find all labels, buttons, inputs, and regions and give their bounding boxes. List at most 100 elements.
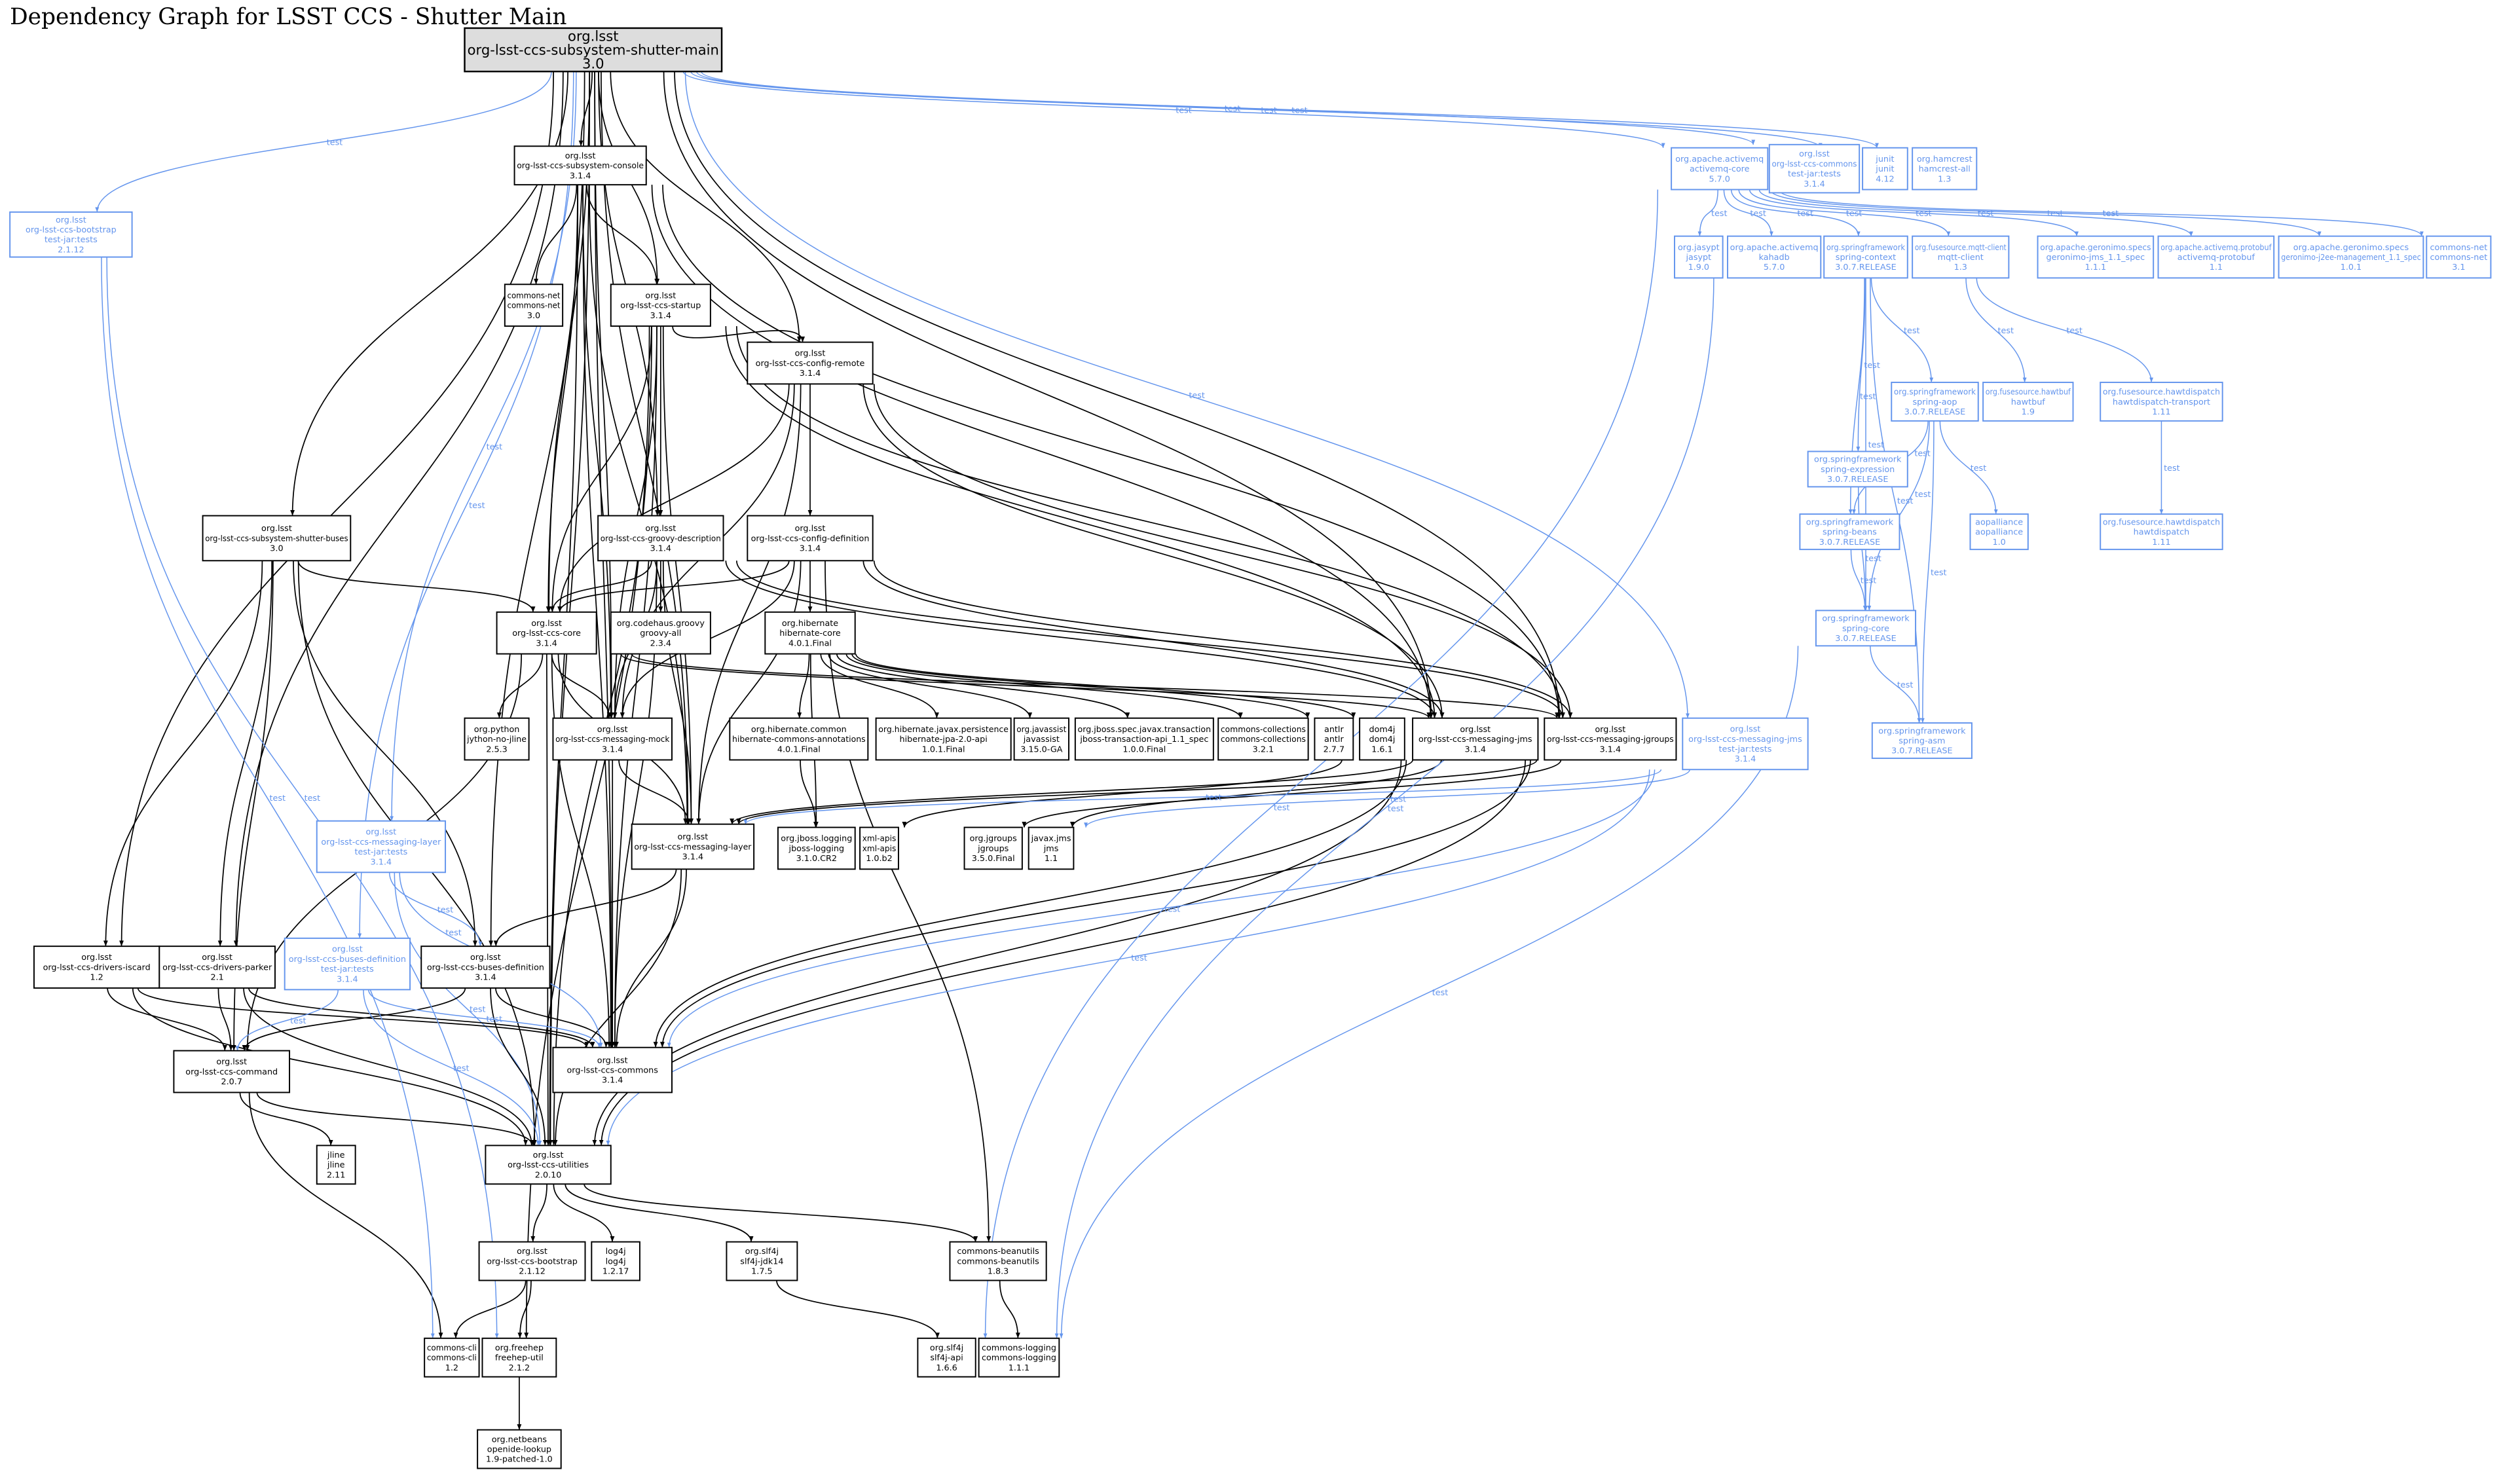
node-group-id: org.apache.activemq [1730,243,1819,253]
node-box [1682,717,1809,771]
node-version: 1.0.1 [2341,263,2362,272]
node-commonstests[interactable]: org.lsstorg-lsst-ccs-commonstest-jar:tes… [1768,143,1861,194]
edge-label-test: test [1846,209,1862,219]
node-geronimojms[interactable]: org.apache.geronimo.specsgeronimo-jms_1.… [2037,235,2155,279]
edge-label-test: test [1206,793,1222,803]
node-artifact-id: org-lsst-ccs-messaging-jgroups [1547,735,1674,744]
node-artifact-id: groovy-all [640,629,681,638]
node-collections[interactable]: commons-collectionscommons-collections3.… [1217,717,1309,761]
node-artifact-id: hamcrest-all [1919,164,1971,174]
node-configdef[interactable]: org.lsstorg-lsst-ccs-config-definition3.… [747,515,874,562]
node-artifact-id: org-lsst-ccs-startup [620,301,701,311]
node-box [2157,235,2275,279]
edge-label-test: test [1432,988,1449,998]
node-netbeans[interactable]: org.netbeansopenide-lookup1.9-patched-1.… [477,1429,562,1469]
dependency-edge-layer-utilities [553,869,682,1146]
node-layer[interactable]: org.lsstorg-lsst-ccs-messaging-layer3.1.… [631,823,755,870]
test-dependency-edge-bootstraptests-freehep [106,257,499,1338]
node-hawttransport[interactable]: org.fusesource.hawtdispatchhawtdispatch-… [2100,381,2223,422]
node-jgroupsmsg[interactable]: org.lsstorg-lsst-ccs-messaging-jgroups3.… [1544,717,1677,761]
edge-label-test: test [305,794,321,803]
node-protobuf[interactable]: org.apache.activemq.protobufactivemq-pro… [2157,235,2275,279]
node-group-id: org.lsst [533,1150,564,1160]
node-box [1871,722,1973,760]
test-dependency-edge-root-layertests [390,71,577,821]
node-groovydesc[interactable]: org.lsstorg-lsst-ccs-groovy-description3… [597,515,724,562]
node-version: 3.1.4 [650,544,671,554]
dependency-edge-command-cli [248,1092,443,1338]
node-hibjpa[interactable]: org.hibernate.javax.persistencehibernate… [875,717,1012,761]
graph-title: Dependency Graph for LSST CCS - Shutter … [10,4,566,30]
node-artifact-id: jython-no-jline [466,735,527,744]
node-busdeftests[interactable]: org.lsstorg-lsst-ccs-buses-definitiontes… [284,937,411,991]
edge-label-test: test [1914,449,1930,458]
node-hibann[interactable]: org.hibernate.commonhibernate-commons-an… [729,717,869,761]
node-shutterbuses[interactable]: org.lsstorg-lsst-ccs-subsystem-shutter-b… [202,515,352,562]
node-layertests[interactable]: org.lsstorg-lsst-ccs-messaging-layertest… [316,820,447,873]
node-bootstraptests[interactable]: org.lsstorg-lsst-ccs-bootstraptest-jar:t… [9,211,133,258]
node-group-id: org.lsst [565,151,596,161]
node-j2ee[interactable]: org.apache.geronimo.specsgeronimo-j2ee-m… [2278,235,2424,279]
node-springbeans[interactable]: org.springframeworkspring-beans3.0.7.REL… [1799,513,1900,551]
node-springasm[interactable]: org.springframeworkspring-asm3.0.7.RELEA… [1871,722,1973,760]
node-springexpr[interactable]: org.springframeworkspring-expression3.0.… [1807,450,1908,488]
node-root[interactable]: org.lsstorg-lsst-ccs-subsystem-shutter-m… [464,27,723,73]
node-group-id: org.lsst [216,1057,247,1067]
node-jbosstx[interactable]: org.jboss.spec.javax.transactionjboss-tr… [1074,717,1214,761]
dependency-edge-hibann-jbosslog [800,760,818,828]
node-springaop[interactable]: org.springframeworkspring-aop3.0.7.RELEA… [1891,381,1979,422]
test-dependency-edge-activemq-jasypt [1697,189,1718,236]
edge-label-test: test [1750,209,1766,219]
node-busdef[interactable]: org.lsstorg-lsst-ccs-buses-definition3.1… [420,946,551,989]
test-dependency-edge-bootstraptests-cli [101,257,435,1338]
node-box [875,717,1012,761]
node-console[interactable]: org.lsstorg-lsst-ccs-subsystem-console3.… [513,145,647,186]
node-springctx[interactable]: org.springframeworkspring-context3.0.7.R… [1823,235,1908,279]
node-version: 2.1.12 [519,1267,546,1277]
node-artifact-id: spring-expression [1821,465,1895,475]
node-jmstests[interactable]: org.lsstorg-lsst-ccs-messaging-jmstest-j… [1682,717,1809,771]
node-group-id: org.lsst [366,828,397,837]
node-hawtdispatch[interactable]: org.fusesource.hawtdispatchhawtdispatch1… [2100,513,2223,551]
node-springcore[interactable]: org.springframeworkspring-core3.0.7.RELE… [1815,610,1917,647]
